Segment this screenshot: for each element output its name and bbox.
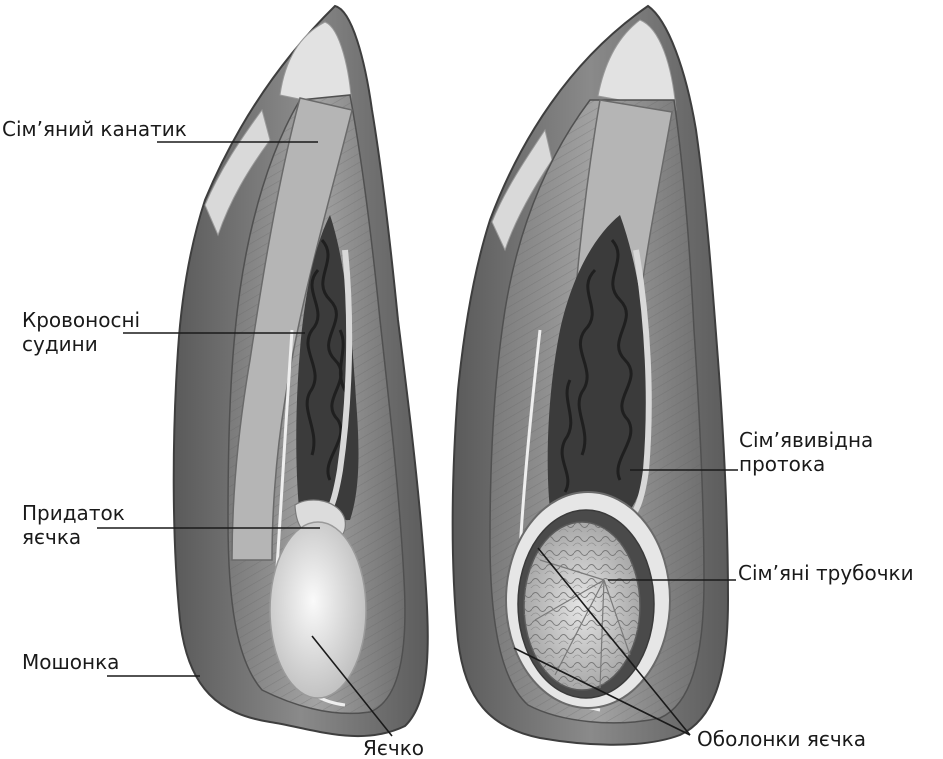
left-testis	[269, 521, 367, 699]
right-blood-vessels	[560, 238, 633, 493]
label-testis-membranes: Оболонки яєчка	[513, 547, 866, 751]
label-epididymis-line1: Придаток	[22, 501, 125, 525]
label-vas-deferens-line1: Сім’явивідна	[739, 428, 873, 452]
label-seminiferous-tubules: Сім’яні трубочки	[608, 561, 914, 585]
label-blood-vessels-line2: судини	[22, 332, 98, 356]
label-scrotum: Мошонка	[22, 650, 200, 677]
label-epididymis: Придаток яєчка	[22, 501, 320, 549]
left-blood-vessels	[305, 238, 348, 481]
label-vas-deferens-line2: протока	[739, 452, 825, 476]
label-seminiferous-tubules-text: Сім’яні трубочки	[738, 561, 914, 585]
right-vas-deferens	[624, 249, 652, 525]
label-testis-text: Яєчко	[363, 736, 424, 759]
left-specimen	[172, 4, 429, 738]
label-epididymis-line2: яєчка	[22, 525, 81, 549]
label-spermatic-cord: Сім’яний канатик	[2, 117, 318, 143]
label-testis: Яєчко	[311, 635, 424, 759]
label-blood-vessels-line1: Кровоносні	[22, 308, 140, 332]
label-vas-deferens: Сім’явивідна протока	[630, 428, 873, 476]
right-testis-septa	[534, 559, 631, 689]
leader-testis	[311, 635, 393, 737]
left-spermatic-cord	[231, 97, 353, 561]
right-specimen	[451, 4, 730, 746]
label-testis-membranes-text: Оболонки яєчка	[697, 727, 866, 751]
label-blood-vessels: Кровоносні судини	[22, 308, 305, 356]
leader-testis-membranes-2	[513, 647, 691, 736]
label-scrotum-text: Мошонка	[22, 650, 119, 674]
right-seminiferous-tubules	[524, 522, 640, 690]
right-inner-cavity	[547, 215, 651, 510]
leader-testis-membranes-1	[537, 547, 691, 736]
label-spermatic-cord-text: Сім’яний канатик	[2, 117, 187, 141]
